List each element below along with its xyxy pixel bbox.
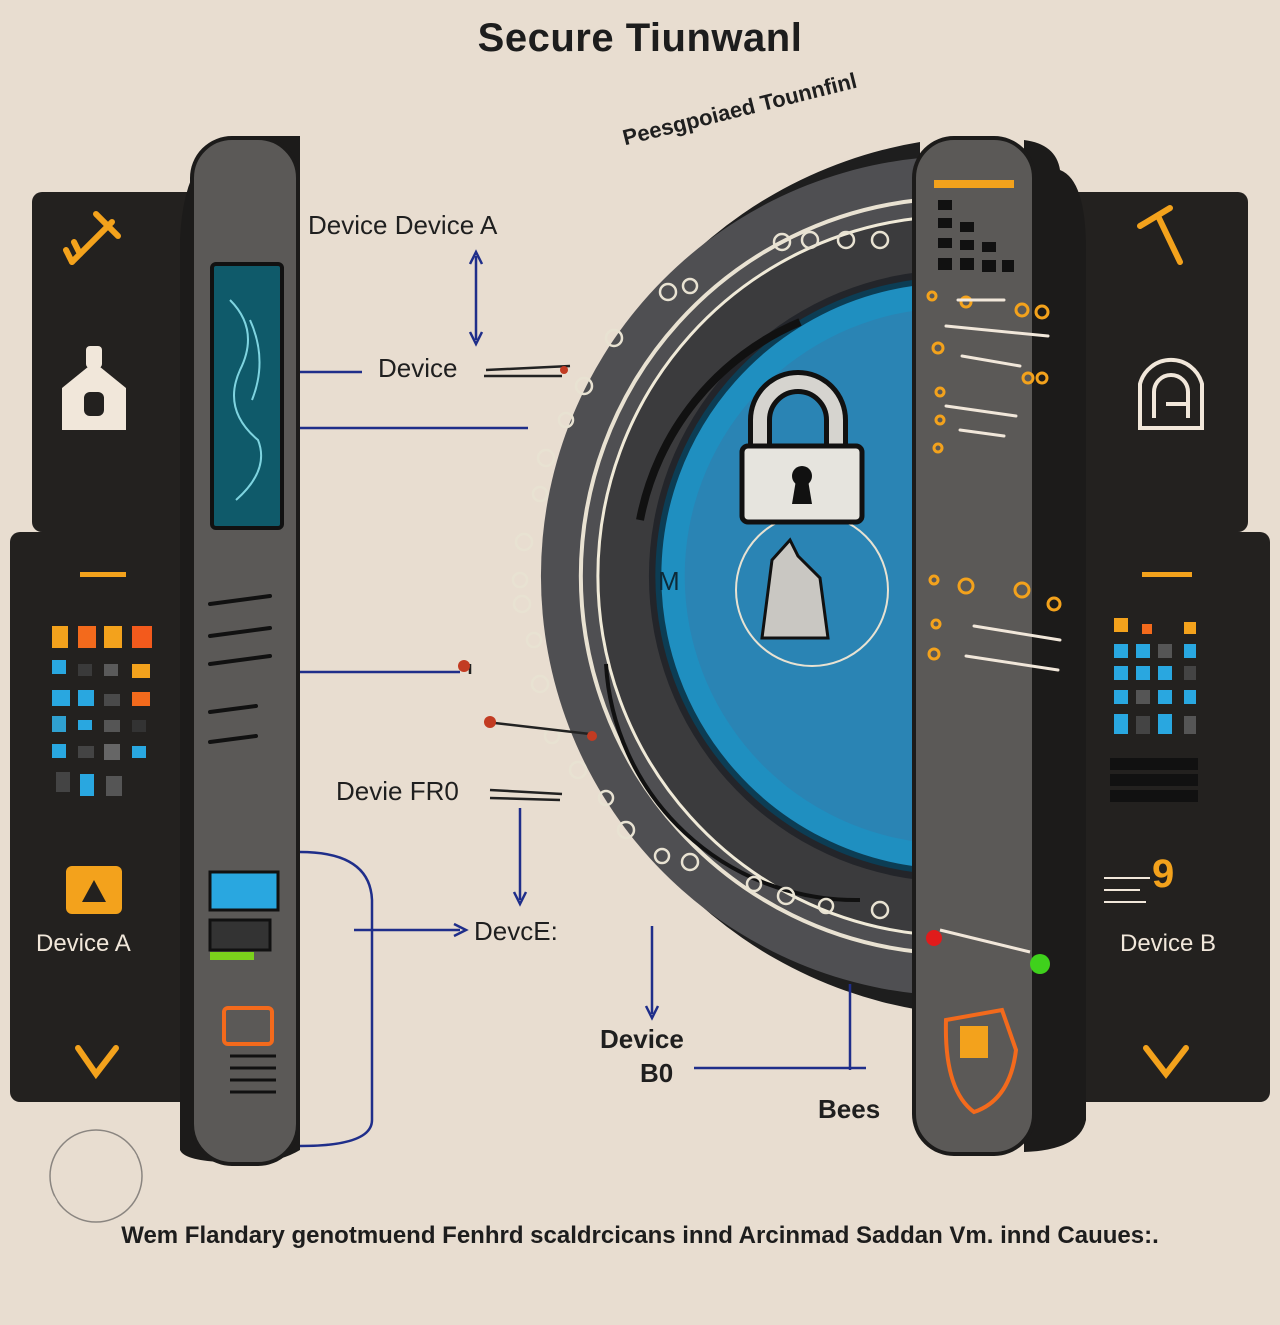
divider-right — [1142, 572, 1192, 577]
shield-keyhole-shape — [760, 537, 830, 640]
connector-lines — [299, 249, 866, 1148]
label-devie-fr0: Devie FR0 — [336, 776, 459, 806]
device-right-top-controls — [934, 180, 1014, 272]
right-side-panel — [1058, 192, 1270, 1102]
lock-arch-icon-right — [1138, 357, 1204, 430]
label-side-device-a: Device A — [36, 930, 131, 957]
button-grid-right — [1114, 618, 1196, 734]
label-device-b0-line2: B0 — [640, 1058, 674, 1088]
device-left-orange-badge — [222, 1006, 274, 1046]
device-right — [912, 136, 1086, 1156]
hammer-icon-right — [1137, 205, 1183, 265]
button-grid-left — [52, 626, 152, 796]
vent-bars-right — [1110, 758, 1198, 802]
connector-leads — [468, 364, 591, 802]
chevron-down-icon-right — [1143, 1045, 1189, 1079]
status-led-green — [1030, 954, 1050, 974]
ai-watermark-badge — [49, 1129, 143, 1223]
device-left-panel-blue — [208, 870, 280, 912]
device-left-vents — [230, 1054, 276, 1094]
device-right-badge-fill — [960, 1026, 988, 1058]
label-devce-b: DevcE: — [474, 916, 558, 946]
device-right-status-line — [939, 928, 1031, 954]
page-title: Secure Tiunwanl — [477, 16, 803, 60]
ring-glyphs — [511, 230, 890, 920]
label-device-device-a: Device Device A — [308, 210, 498, 240]
lock-house-icon-left — [62, 346, 126, 430]
device-right-shield-badge — [943, 1007, 1019, 1115]
device-left-slots — [208, 594, 272, 744]
status-led-red — [926, 930, 942, 946]
label-digit-nine: 9 — [1152, 852, 1175, 896]
label-side-device-b: Device B — [1120, 930, 1217, 957]
up-arrow-icon — [82, 880, 106, 902]
key-icon-left — [63, 211, 121, 265]
dash-lines-right — [1104, 877, 1150, 903]
footer-caption: Wem Flandary genotmuend Fenhrd scaldrcic… — [121, 1222, 1159, 1249]
label-device: Device — [378, 353, 458, 383]
secure-tunnel-diagram — [10, 136, 1270, 1223]
device-left-panel-grey — [208, 918, 272, 952]
divider-left — [80, 572, 126, 577]
device-right-indicators — [926, 290, 1062, 661]
label-bees: Bees — [818, 1094, 881, 1124]
label-device-b0-line1: Device — [600, 1024, 684, 1054]
screen-squiggles — [229, 299, 263, 501]
device-right-lines — [944, 298, 1062, 672]
device-left-screen — [210, 262, 284, 530]
device-left — [180, 136, 300, 1166]
chevron-down-icon-left — [75, 1045, 119, 1080]
connector-nodes — [458, 366, 597, 741]
secure-tunnel-ring — [511, 142, 923, 1010]
label-center-m: M — [658, 566, 680, 596]
device-left-status-bar — [210, 952, 254, 960]
padlock-icon — [739, 370, 865, 525]
